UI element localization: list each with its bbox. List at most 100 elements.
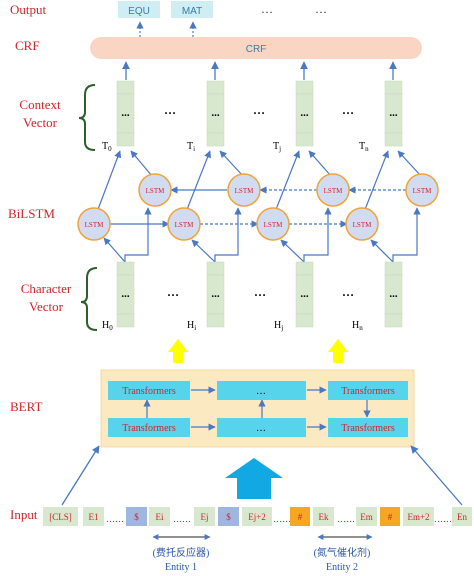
transformer-top-2 [217, 381, 306, 400]
token-ej2 [242, 507, 272, 526]
output-mat: MAT [182, 6, 202, 17]
context-to-crf-arrows [122, 61, 397, 80]
lstm-forward-1 [77, 207, 111, 241]
context-label-ti: Ti [187, 141, 195, 153]
label-context: Context [19, 97, 61, 112]
input-tokens: [CLS] E1 …… $ Ei …… Ej $ Ej+2 …… # Ek ……… [43, 507, 472, 526]
yellow-arrow-left [168, 339, 188, 363]
context-label-t0: T0 [102, 141, 112, 153]
context-vector-i: ... [206, 80, 225, 147]
output-box-mat [171, 1, 213, 18]
label-context-vector: Vector [23, 115, 58, 130]
svg-text:LSTM: LSTM [264, 221, 283, 229]
token-gap-2: …… [173, 514, 191, 524]
label-character: Character [21, 281, 72, 296]
yellow-arrow-right [328, 339, 348, 363]
context-label-tn: Tn [359, 141, 369, 153]
svg-text:#: # [298, 512, 303, 522]
svg-text:Em+2: Em+2 [407, 512, 429, 522]
token-ej [194, 507, 215, 526]
character-vector-i: ... [206, 261, 225, 328]
transformer-top-1 [108, 381, 190, 400]
transformer-top-3 [328, 381, 408, 400]
svg-text:Ej: Ej [201, 512, 209, 522]
svg-text:...: ... [121, 288, 130, 300]
svg-text:LSTM: LSTM [324, 187, 343, 195]
svg-text:LSTM: LSTM [85, 221, 104, 229]
output-dots-2: … [315, 2, 327, 16]
lstm-forward-4 [345, 207, 379, 241]
character-vector-0: ... [116, 261, 135, 328]
output-dots-1: … [261, 2, 273, 16]
token-gap-5: …… [434, 514, 452, 524]
svg-text:Transformers: Transformers [341, 423, 395, 434]
svg-text:…: … [256, 386, 266, 397]
svg-text:LSTM: LSTM [146, 187, 165, 195]
character-vector-j: ... [295, 261, 314, 328]
svg-text:...: ... [300, 107, 309, 119]
svg-text:...: ... [300, 288, 309, 300]
label-input: Input [10, 507, 38, 522]
entity2-chinese: (氮气催化剂) [314, 546, 371, 559]
lstm-backward-row: LSTM LSTM LSTM LSTM [138, 173, 439, 207]
character-dots-2: … [254, 285, 266, 299]
entity1-name: Entity 1 [165, 562, 197, 573]
lstm-backward-2 [227, 173, 261, 207]
lstm-backward-1 [138, 173, 172, 207]
crf-layer [90, 37, 422, 59]
svg-text:...: ... [389, 107, 398, 119]
svg-text:[CLS]: [CLS] [49, 512, 72, 522]
arrow-input-right [410, 445, 463, 506]
char-label-hj: Hj [274, 320, 283, 332]
context-vector-n: ... [384, 80, 403, 147]
svg-text:LSTM: LSTM [235, 187, 254, 195]
svg-text:Em: Em [360, 512, 373, 522]
svg-text:...: ... [211, 288, 220, 300]
svg-text:LSTM: LSTM [353, 221, 372, 229]
label-bert: BERT [10, 399, 43, 414]
lstm-forward-row: LSTM LSTM LSTM LSTM [77, 207, 379, 241]
output-box-equ [118, 1, 160, 18]
context-label-tj: Tj [273, 141, 281, 153]
lstm-forward-3 [256, 207, 290, 241]
character-vector-n: ... [384, 261, 403, 328]
svg-text:...: ... [211, 107, 220, 119]
svg-text:#: # [388, 512, 393, 522]
token-dollar-2 [218, 507, 239, 526]
svg-text:E1: E1 [89, 512, 99, 522]
token-en [452, 507, 472, 526]
svg-text:$: $ [226, 512, 231, 522]
char-label-h0: H0 [102, 320, 113, 332]
token-em2 [403, 507, 434, 526]
lstm-forward-2 [167, 207, 201, 241]
entity1-chinese: (费托反应器) [153, 546, 210, 559]
context-brace [78, 84, 96, 151]
blue-arrow [225, 458, 283, 499]
token-ei [149, 507, 170, 526]
token-hash-1 [290, 507, 310, 526]
transformer-bottom-1 [108, 418, 190, 437]
entity2-name: Entity 2 [326, 562, 358, 573]
token-gap-3: …… [273, 514, 291, 524]
token-dollar-1 [126, 507, 147, 526]
context-dots-2: … [253, 103, 265, 117]
char-label-hi: Hi [187, 320, 196, 332]
output-row: EQU MAT … … [118, 1, 327, 37]
context-dots-3: … [342, 103, 354, 117]
context-vector-j: ... [295, 80, 314, 147]
svg-text:LSTM: LSTM [175, 221, 194, 229]
character-brace [80, 267, 98, 331]
context-dots-1: … [164, 103, 176, 117]
token-gap-1: …… [106, 514, 124, 524]
arrow-input-left [61, 445, 100, 506]
bilstm-connections [96, 150, 422, 263]
token-cls [43, 507, 78, 526]
svg-text:…: … [256, 423, 266, 434]
character-dots-3: … [342, 285, 354, 299]
transformer-bottom-2 [217, 418, 306, 437]
bert-connections [143, 386, 371, 431]
output-equ: EQU [128, 6, 150, 17]
label-crf: CRF [15, 38, 40, 53]
token-gap-4: …… [337, 514, 355, 524]
